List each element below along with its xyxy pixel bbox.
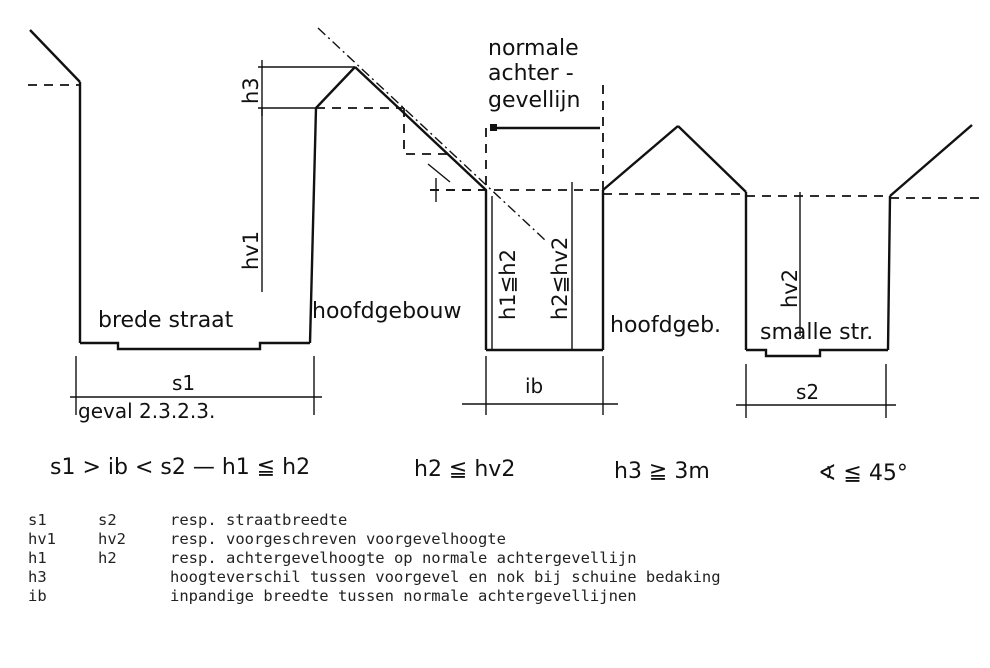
hv1-dimension: hv1: [239, 108, 263, 292]
legend-row: h1 h2 resp. achtergevelhoogte op normale…: [28, 549, 978, 568]
legend-description: resp. voorgeschreven voorgevelhoogte: [170, 530, 506, 548]
hv2-dimension: hv2: [778, 192, 802, 336]
label-brede-straat: brede straat: [98, 308, 234, 333]
s2-dimension: s2: [736, 364, 896, 418]
s1-label: s1: [172, 371, 195, 395]
legend-description: resp. achtergevelhoogte op normale achte…: [170, 549, 637, 567]
brede-straat-ground: [80, 341, 310, 351]
ib-dimension: ib: [462, 356, 618, 415]
label-h1-le-h2: h1≦h2: [496, 249, 520, 320]
courtyard-outline: [430, 85, 605, 352]
legend-symbol-alt: [98, 587, 170, 606]
smalle-straat-ground: [746, 348, 888, 358]
label-hoofdgebouw: hoofdgebouw: [312, 299, 461, 324]
hv1-label: hv1: [239, 231, 263, 270]
legend-symbol-alt: h2: [98, 549, 117, 567]
formula-h2-hv2: h2 ≦ hv2: [414, 457, 515, 482]
label-smalle-str: smalle str.: [760, 320, 873, 345]
legend-symbol-alt: s2: [98, 511, 117, 529]
formula-angle: ∢ ≦ 45°: [818, 461, 908, 486]
label-hoofdgeb: hoofdgeb.: [610, 313, 721, 338]
header-normale: normale: [488, 36, 579, 61]
legend-symbol: ib: [28, 587, 47, 605]
legend-description: resp. straatbreedte: [170, 511, 348, 529]
s2-label: s2: [796, 380, 819, 404]
header-arrow-marker: [490, 124, 497, 131]
legend-symbol-alt: [98, 568, 170, 587]
header-achter: achter -: [488, 61, 574, 86]
left-building-outline: [28, 29, 82, 343]
legend-symbol-alt: hv2: [98, 530, 126, 548]
hoofdgebouw-outline: [308, 27, 546, 344]
legend-description: inpandige breedte tussen normale achterg…: [170, 587, 637, 605]
legend-row: s1 s2 resp. straatbreedte: [28, 511, 978, 530]
right-building-outline: [886, 124, 973, 351]
hoofdgeb-outline: [602, 125, 980, 350]
ib-label: ib: [525, 374, 543, 398]
legend-row: hv1 hv2 resp. voorgeschreven voorgevelho…: [28, 530, 978, 549]
legend-row: ib inpandige breedte tussen normale acht…: [28, 587, 978, 606]
label-h2-le-hv2: h2≦hv2: [548, 237, 572, 320]
legend-symbol: h1: [28, 549, 47, 567]
legend-symbol: hv1: [28, 530, 56, 548]
h3-dimension: h3: [239, 60, 355, 116]
formula-h3: h3 ≧ 3m: [614, 459, 710, 484]
formula-s1-ib-s2: s1 > ib < s2 — h1 ≦ h2: [50, 455, 310, 480]
header-gevellijn: gevellijn: [488, 88, 580, 113]
legend-description: hoogteverschil tussen voorgevel en nok b…: [170, 568, 721, 586]
legend-symbol: h3: [28, 568, 47, 586]
hv2-label: hv2: [778, 269, 802, 308]
s1-dimension: s1 geval 2.3.2.3.: [70, 356, 322, 423]
legend-row: h3 hoogteverschil tussen voorgevel en no…: [28, 568, 978, 587]
legend-symbol: s1: [28, 511, 47, 529]
legend: s1 s2 resp. straatbreedte hv1 hv2 resp. …: [28, 511, 978, 606]
geval-label: geval 2.3.2.3.: [78, 399, 215, 423]
h3-label: h3: [239, 77, 263, 104]
